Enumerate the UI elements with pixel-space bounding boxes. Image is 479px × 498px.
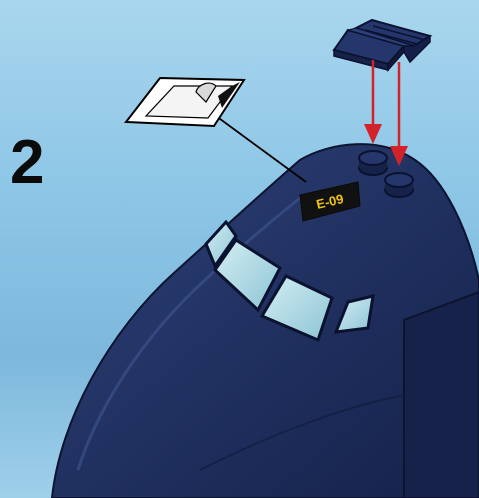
cockpit-nose-piece bbox=[52, 144, 479, 498]
sticker-leader-line bbox=[216, 116, 306, 182]
peeling-sticker-icon bbox=[126, 78, 244, 126]
lego-tile-icon bbox=[334, 20, 430, 70]
hull-side bbox=[404, 292, 479, 498]
